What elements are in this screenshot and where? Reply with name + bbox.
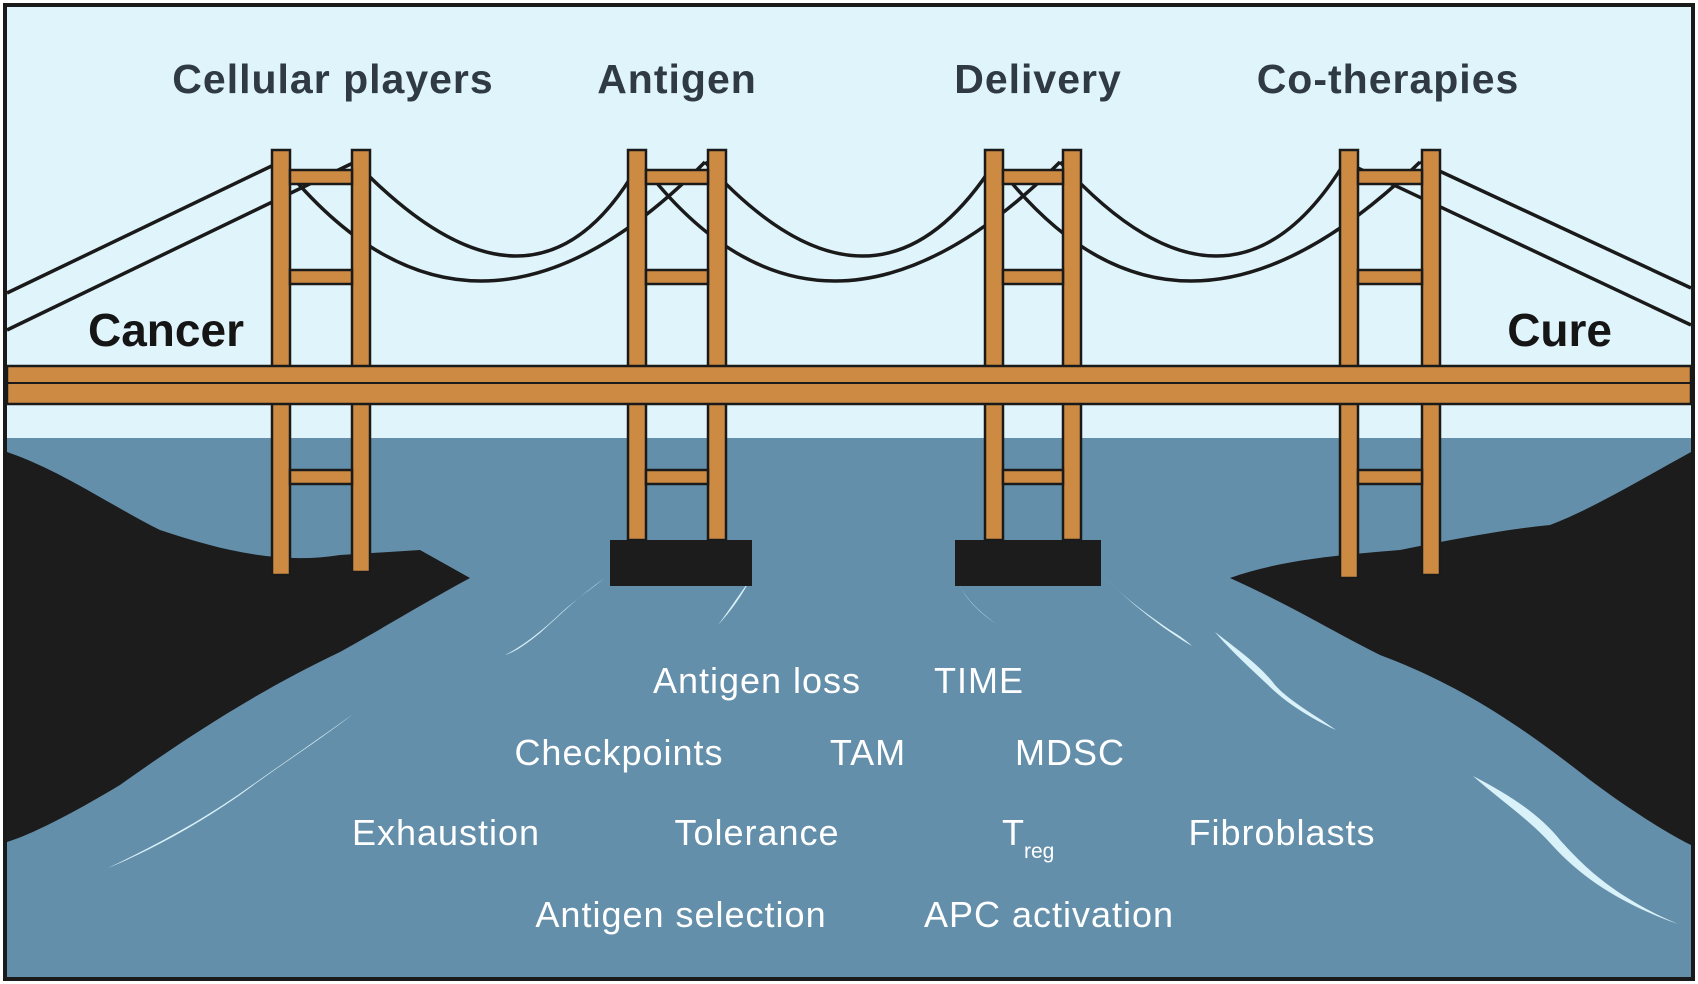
pillar-label-co-therapies: Co-therapies: [1257, 56, 1520, 102]
cable-span-1b: [353, 160, 642, 258]
bridge-deck: [5, 364, 1693, 406]
obstacle-treg-main: T: [1002, 812, 1025, 853]
footing-delivery: [955, 540, 1101, 586]
cable-right-anchor-b: [1419, 160, 1692, 290]
obstacle-tolerance: Tolerance: [674, 812, 839, 853]
tower-cellular-players: [270, 148, 372, 577]
obstacle-tam: TAM: [830, 732, 906, 773]
wave-2: [718, 580, 750, 625]
obstacle-treg: T reg: [1002, 812, 1054, 863]
cable-left-anchor-b: [6, 160, 356, 332]
pillar-label-antigen: Antigen: [597, 56, 757, 102]
obstacle-mdsc: MDSC: [1015, 732, 1125, 773]
shore-label-cancer: Cancer: [88, 304, 244, 356]
obstacle-exhaustion: Exhaustion: [352, 812, 540, 853]
towers: [270, 148, 1442, 580]
obstacle-time: TIME: [934, 660, 1024, 701]
obstacle-treg-subscript: reg: [1024, 840, 1054, 863]
obstacle-antigen-loss: Antigen loss: [653, 660, 861, 701]
obstacle-apc-activation: APC activation: [924, 894, 1174, 935]
cable-right-anchor-a: [1344, 160, 1692, 327]
cable-left-anchor-a: [6, 160, 281, 295]
right-cliff: [1230, 452, 1691, 845]
cable-span-2b: [703, 160, 997, 258]
left-cliff: [7, 452, 470, 842]
obstacle-antigen-selection: Antigen selection: [535, 894, 826, 935]
pillar-label-delivery: Delivery: [954, 56, 1122, 102]
footing-antigen: [610, 540, 752, 586]
obstacle-checkpoints: Checkpoints: [514, 732, 723, 773]
wave-7: [1473, 776, 1678, 924]
waves: [108, 578, 1678, 924]
shore-label-cure: Cure: [1507, 304, 1612, 356]
wave-5: [1215, 632, 1336, 730]
cable-span-3b: [1058, 160, 1347, 258]
wave-4: [1105, 578, 1192, 646]
tower-antigen: [626, 148, 728, 542]
pillar-label-cellular-players: Cellular players: [172, 56, 493, 102]
obstacle-fibroblasts: Fibroblasts: [1188, 812, 1375, 853]
